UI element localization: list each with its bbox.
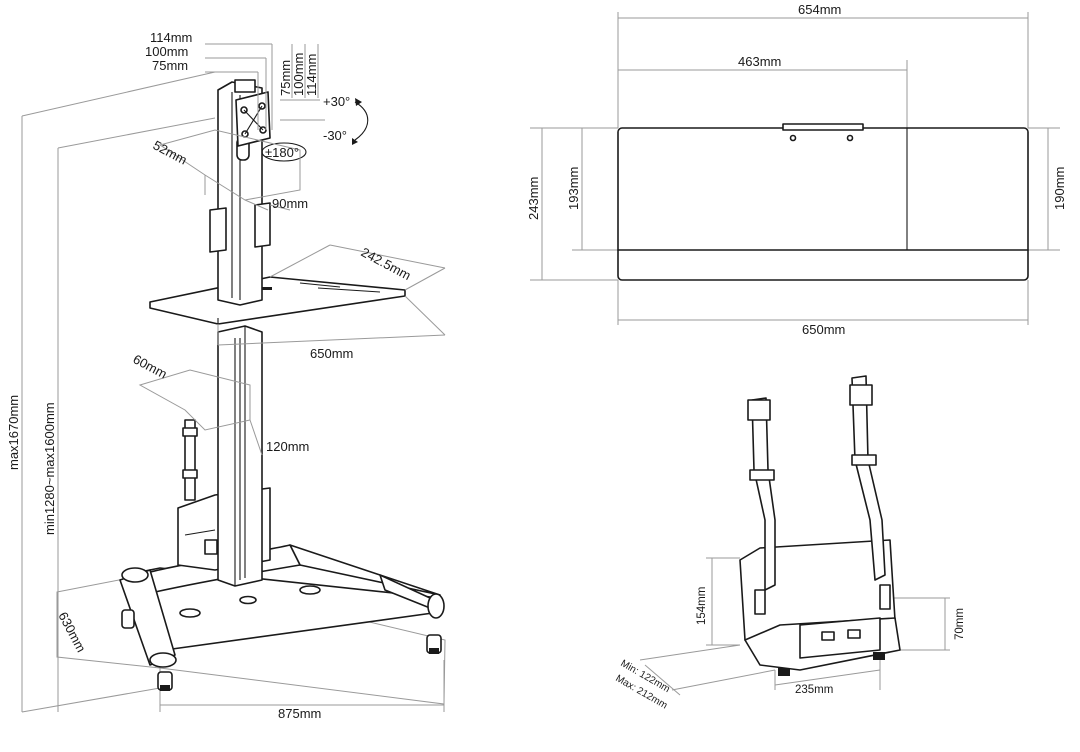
holder-width-label: 235mm	[795, 684, 833, 696]
vesa-dimension-lines	[205, 43, 369, 162]
shelf-depth-label: 242.5mm	[359, 244, 414, 283]
column-width-label: 90mm	[272, 196, 308, 211]
adjust-height-label: min1280~max1600mm	[42, 402, 57, 535]
total-height-label: max1670mm	[6, 395, 21, 470]
inner-width-label: 463mm	[738, 54, 781, 69]
tilt-down-label: -30°	[323, 128, 347, 143]
height-dimension-lines	[21, 71, 216, 713]
holder-side-height-label: 70mm	[954, 608, 966, 640]
cpu-holder-drawing	[639, 375, 950, 696]
base-frame	[119, 544, 445, 691]
shelf-top-labels: 654mm 463mm 243mm 193mm 190mm 650mm	[526, 2, 1067, 337]
lower-column-depth-label: 60mm	[131, 351, 170, 381]
lower-column-dimension-lines	[138, 369, 263, 456]
column-dimension-lines	[158, 129, 301, 211]
inner-depth-right-label: 190mm	[1052, 167, 1067, 210]
base-depth-label: 630mm	[55, 609, 89, 654]
inner-depth-left-label: 193mm	[566, 167, 581, 210]
upper-column	[209, 79, 271, 306]
vesa-mount-plate	[235, 91, 271, 147]
vesa-114-label: 114mm	[150, 30, 192, 45]
shelf-top-view	[530, 12, 1060, 325]
rotate-label: ±180°	[265, 145, 299, 160]
stand-shelf	[149, 276, 406, 325]
shelf-width-label: 650mm	[310, 346, 353, 361]
mobile-stand-drawing	[21, 43, 446, 713]
overall-width-label: 654mm	[798, 2, 841, 17]
vesa-100-vertical-label: 100mm	[291, 53, 306, 96]
shelf-dimension-lines	[217, 244, 446, 346]
holder-height-label: 154mm	[696, 587, 708, 625]
lower-column-width-label: 120mm	[266, 439, 309, 454]
vesa-75-label: 75mm	[152, 58, 188, 73]
vesa-114-vertical-label: 114mm	[304, 54, 319, 96]
lower-column	[217, 325, 263, 587]
vesa-75-vertical-label: 75mm	[278, 60, 293, 96]
overall-depth-label: 243mm	[526, 177, 541, 220]
vesa-100-label: 100mm	[145, 44, 188, 59]
base-width-label: 875mm	[278, 706, 321, 721]
tilt-up-label: +30°	[323, 94, 350, 109]
bottom-width-label: 650mm	[802, 322, 845, 337]
